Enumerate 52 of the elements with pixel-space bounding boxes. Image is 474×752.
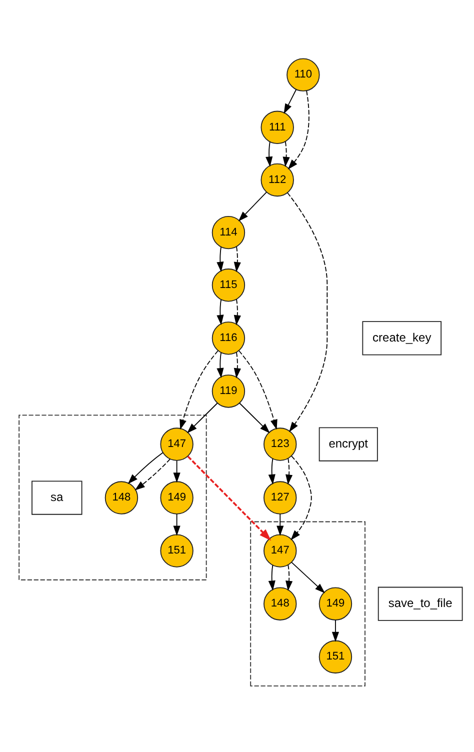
- arrow: [239, 402, 270, 434]
- arrow: [173, 514, 180, 536]
- node-box: sa: [32, 480, 82, 515]
- arrow: [284, 89, 297, 114]
- arrow: [216, 246, 224, 272]
- arrow: [134, 458, 171, 490]
- arrow: [216, 352, 224, 378]
- arrow: [268, 458, 276, 485]
- arrow: [180, 350, 218, 430]
- node-circle: 149: [160, 481, 194, 514]
- node-circle: 147: [160, 428, 194, 461]
- node-box: create_key: [362, 321, 442, 356]
- arrow: [286, 458, 293, 485]
- node-circle: 123: [264, 428, 297, 461]
- arrow: [276, 514, 284, 536]
- arrow: [128, 452, 164, 484]
- node-circle: 147: [264, 534, 297, 568]
- arrow: [234, 352, 241, 378]
- node-circle: 148: [104, 481, 138, 514]
- arrow: [268, 564, 276, 591]
- arrow: [290, 456, 312, 540]
- node-circle: 112: [260, 163, 294, 197]
- arrow: [282, 141, 290, 168]
- arrow: [266, 141, 273, 167]
- arrow: [234, 298, 241, 326]
- cluster: [250, 521, 366, 686]
- node-circle: 114: [212, 216, 246, 250]
- node-circle: 116: [212, 322, 246, 355]
- node-box: encrypt: [318, 427, 378, 462]
- arrow: [332, 620, 340, 642]
- node-circle: 115: [212, 268, 246, 302]
- node-circle: 111: [260, 110, 294, 144]
- arrow: [238, 350, 278, 430]
- node-circle: 151: [318, 640, 352, 674]
- arrow: [238, 192, 267, 222]
- arrow: [187, 456, 272, 541]
- arrow: [234, 246, 241, 272]
- arrow: [187, 402, 218, 434]
- arrow: [286, 564, 293, 591]
- node-circle: 151: [160, 534, 194, 568]
- node-circle: 119: [212, 374, 246, 408]
- node-circle: 149: [318, 587, 352, 620]
- arrow: [288, 90, 310, 170]
- arrow: [291, 562, 326, 594]
- node-circle: 148: [264, 587, 297, 620]
- node-circle: 110: [286, 58, 320, 92]
- cluster: [18, 414, 207, 580]
- node-circle: 127: [264, 481, 297, 514]
- node-box: save_to_file: [378, 586, 463, 621]
- arrow: [286, 192, 328, 432]
- arrow: [216, 299, 224, 326]
- arrow: [173, 460, 180, 483]
